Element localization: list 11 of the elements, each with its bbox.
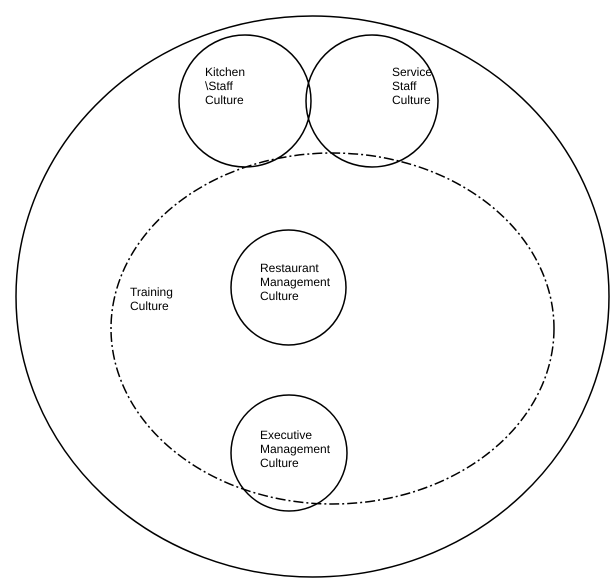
circle-label: Kitchen \Staff Culture [205,65,246,107]
circle-label: Service Staff Culture [392,65,434,107]
circle-label: Training Culture [130,285,174,313]
venn-circle [230,229,347,346]
venn-circle [110,152,555,505]
circle-label: Executive Management Culture [260,428,332,470]
venn-circle [305,34,439,168]
venn-circle [230,394,348,512]
venn-circle [15,15,610,578]
venn-circle [178,34,312,168]
circle-label: Restaurant Management Culture [260,261,332,303]
